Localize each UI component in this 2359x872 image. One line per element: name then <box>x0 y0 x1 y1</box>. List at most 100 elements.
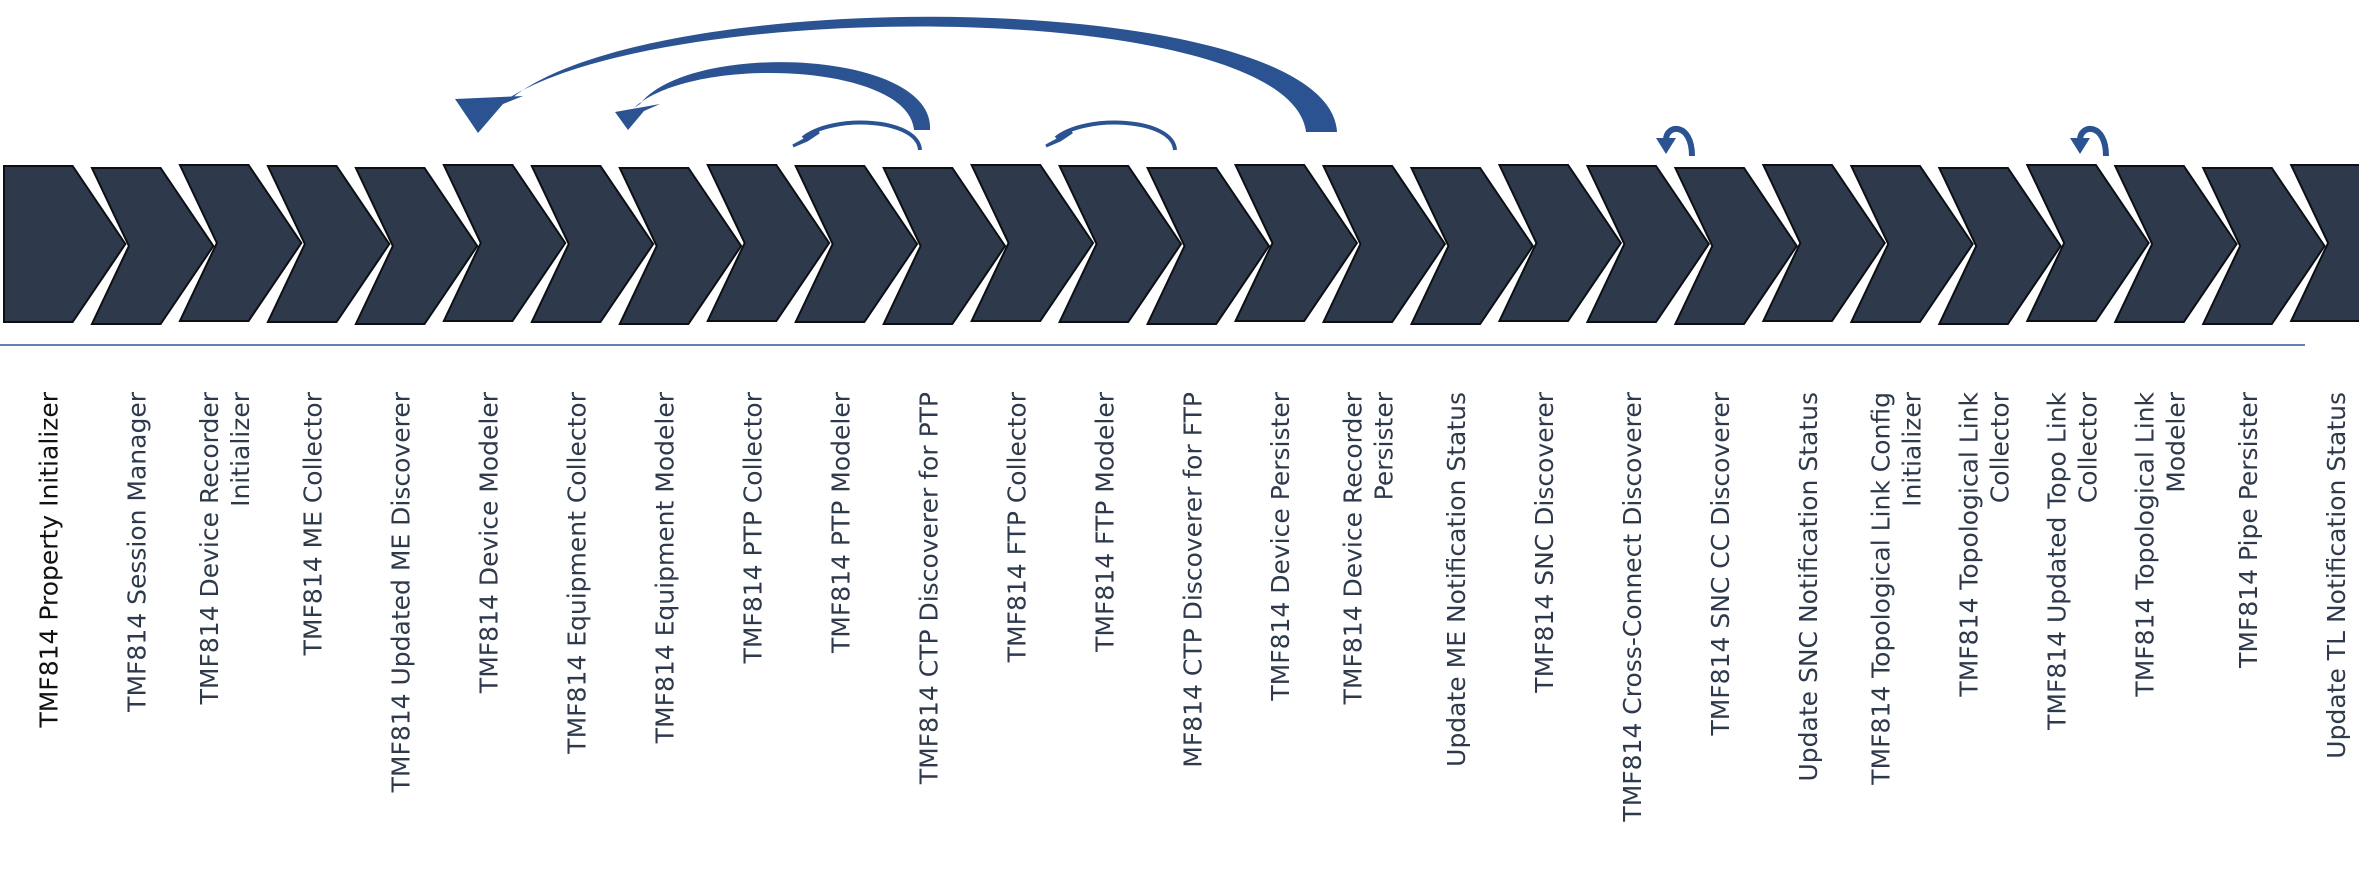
chevron-step-3 <box>178 164 303 322</box>
loop-arrow-5-head <box>1656 138 1676 154</box>
chevron-step-26 <box>2201 167 2326 325</box>
step-label-group-18: TMF814 SNC Discoverer <box>1530 391 1559 693</box>
chevron-step-22 <box>1849 165 1974 323</box>
step-label-11: TMF814 CTP Discoverer for PTP <box>914 392 943 785</box>
step-label-group-17: Update ME Notification Status <box>1442 392 1471 767</box>
step-label-18: TMF814 SNC Discoverer <box>1530 391 1559 693</box>
step-label-2: TMF814 Session Manager <box>123 391 152 713</box>
step-label-group-26: TMF814 Pipe Persister <box>2234 391 2263 669</box>
step-label-group-2: TMF814 Session Manager <box>123 391 152 713</box>
step-label-25-line-1: TMF814 Topological Link <box>2130 391 2159 697</box>
step-label-17: Update ME Notification Status <box>1442 392 1471 767</box>
step-labels: TMF814 Property Initializer TMF814 Sessio… <box>35 391 2351 822</box>
chevron-step-16 <box>1321 165 1447 323</box>
loop-arrow-1-head <box>455 96 523 133</box>
step-label-9: TMF814 PTP Collector <box>738 391 767 664</box>
step-label-group-11: TMF814 CTP Discoverer for PTP <box>914 392 943 785</box>
chevron-step-12 <box>970 164 1095 322</box>
chevron-step-27 <box>2289 164 2359 322</box>
step-label-group-10: TMF814 PTP Modeler <box>826 391 855 654</box>
step-label-group-5: TMF814 Updated ME Discoverer <box>387 391 416 793</box>
loop-arrow-5 <box>1656 125 1695 157</box>
step-label-14: MF814 CTP Discoverer for FTP <box>1178 392 1207 768</box>
step-label-group-6: TMF814 Device Modeler <box>475 391 504 694</box>
chevron-step-17 <box>1409 167 1535 325</box>
loop-arrow-3 <box>792 120 922 151</box>
step-label-group-8: TMF814 Equipment Modeler <box>650 391 679 744</box>
step-label-26: TMF814 Pipe Persister <box>2234 391 2263 669</box>
chevron-step-20 <box>1673 167 1798 325</box>
step-label-4: TMF814 ME Collector <box>299 391 328 656</box>
chevron-step-6 <box>442 164 567 322</box>
chevron-step-1 <box>3 165 127 323</box>
step-label-16-line-1: TMF814 Device Recorder <box>1339 391 1368 705</box>
step-label-group-21: Update SNC Notification Status <box>1794 392 1823 782</box>
chevron-row <box>3 164 2359 325</box>
loop-arrow-2-head <box>615 104 660 130</box>
loop-arrow-3-head <box>792 130 820 148</box>
step-label-group-13: TMF814 FTP Modeler <box>1090 391 1119 653</box>
chevron-step-11 <box>882 167 1007 325</box>
chevron-step-15 <box>1233 164 1359 322</box>
loop-arrow-2-body <box>634 62 931 130</box>
loop-arrow-4-line <box>1054 120 1177 151</box>
step-label-24-line-1: TMF814 Updated Topo Link <box>2042 391 2071 730</box>
step-label-24-line-2: Collector <box>2073 391 2102 503</box>
chevron-step-23 <box>1937 167 2062 325</box>
step-label-21: Update SNC Notification Status <box>1794 392 1823 782</box>
chevron-step-10 <box>794 165 919 323</box>
step-label-group-27: Update TL Notification Status <box>2322 392 2351 759</box>
chevron-step-2 <box>90 167 215 325</box>
step-label-13: TMF814 FTP Modeler <box>1090 391 1119 653</box>
step-label-20: TMF814 SNC CC Discoverer <box>1706 391 1735 736</box>
chevron-step-14 <box>1145 167 1271 325</box>
loop-arrow-6-line <box>2077 125 2109 157</box>
step-label-group-1: TMF814 Property Initializer <box>35 391 64 728</box>
step-label-23-line-2: Collector <box>1985 391 2014 503</box>
loop-arrow-4-head <box>1045 130 1073 148</box>
step-label-group-14: MF814 CTP Discoverer for FTP <box>1178 392 1207 768</box>
loop-arrow-2 <box>615 62 931 130</box>
chevron-step-18 <box>1497 164 1623 322</box>
chevron-step-25 <box>2113 165 2238 323</box>
chevron-step-19 <box>1585 165 1711 323</box>
step-label-group-12: TMF814 FTP Collector <box>1002 391 1031 663</box>
step-label-3-line-1: TMF814 Device Recorder <box>195 391 224 705</box>
chevron-step-24 <box>2025 164 2150 322</box>
loop-arrow-1 <box>455 16 1337 133</box>
chevron-step-9 <box>706 164 831 322</box>
step-label-group-19: TMF814 Cross-Connect Discoverer <box>1618 391 1647 822</box>
step-label-6: TMF814 Device Modeler <box>475 391 504 694</box>
loop-arrow-6-head <box>2070 138 2090 154</box>
step-label-8: TMF814 Equipment Modeler <box>650 391 679 744</box>
loop-arrow-4 <box>1045 120 1177 151</box>
step-label-15: TMF814 Device Persister <box>1266 391 1295 701</box>
step-label-23-line-1: TMF814 Topological Link <box>1954 391 1983 697</box>
step-label-group-9: TMF814 PTP Collector <box>738 391 767 664</box>
feedback-arrows <box>455 16 2109 157</box>
step-label-22-line-1: TMF814 Topological Link Config <box>1867 392 1896 786</box>
step-label-16-line-2: Persister <box>1370 391 1399 500</box>
step-label-group-15: TMF814 Device Persister <box>1266 391 1295 701</box>
step-label-group-4: TMF814 ME Collector <box>299 391 328 656</box>
step-label-19: TMF814 Cross-Connect Discoverer <box>1618 391 1647 822</box>
chevron-step-4 <box>266 165 391 323</box>
step-label-12: TMF814 FTP Collector <box>1002 391 1031 663</box>
loop-arrow-3-line <box>801 120 922 151</box>
chevron-step-13 <box>1058 165 1183 323</box>
loop-arrow-5-line <box>1663 125 1695 157</box>
chevron-step-5 <box>354 167 479 325</box>
step-label-7: TMF814 Equipment Collector <box>563 391 592 754</box>
step-label-group-7: TMF814 Equipment Collector <box>563 391 592 754</box>
loop-arrow-6 <box>2070 125 2109 157</box>
step-label-3-line-2: Initializer <box>226 391 255 507</box>
step-label-25-line-2: Modeler <box>2161 391 2190 492</box>
step-label-1: TMF814 Property Initializer <box>35 391 64 728</box>
